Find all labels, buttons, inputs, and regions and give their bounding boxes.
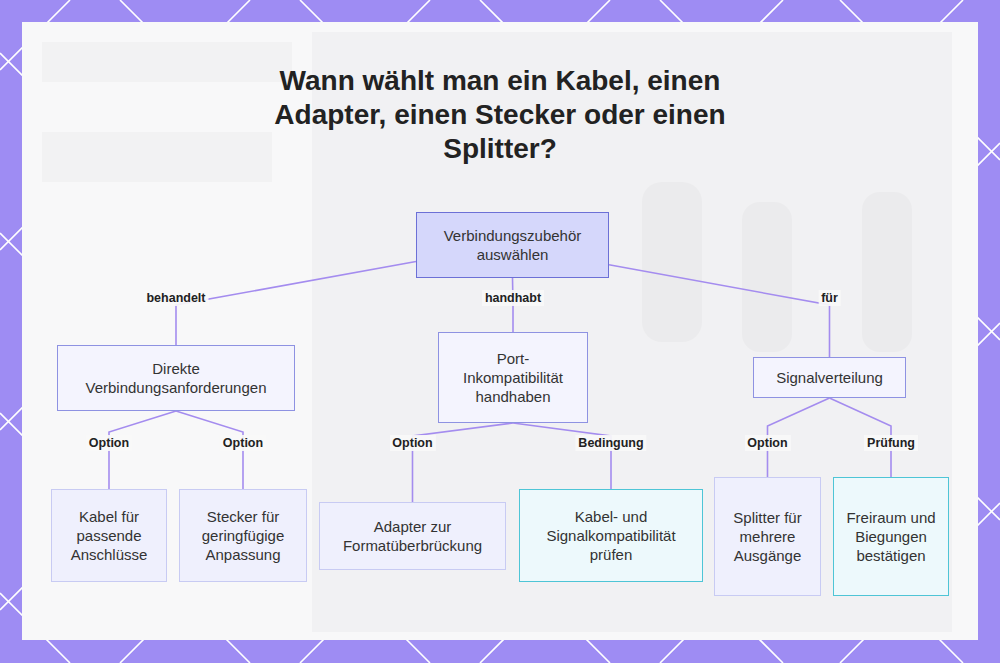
node-text: Kabel für passende Anschlüsse [60,507,158,564]
connector-line [176,262,416,346]
edge-label: Option [389,435,435,451]
diagram-title: Wann wählt man ein Kabel, einen Adapter,… [230,64,770,166]
node-text: Verbindungszubehör auswählen [425,226,600,264]
node-text: Stecker für geringfügige Anpassung [188,507,298,564]
node-text: Signalverteilung [776,368,883,387]
edge-label: Option [744,435,790,451]
check-box: Kabel- und Signalkompatibilität prüfen [519,489,703,582]
edge-label: Option [220,435,266,451]
connector-line [609,265,830,357]
edge-label: Prüfung [864,435,918,451]
node-text: Port-Inkompatibilität handhaben [447,349,579,406]
node-text: Adapter zur Formatüberbrückung [328,517,497,555]
node-text: Freiraum und Biegungen bestätigen [842,508,940,565]
edge-label: Bedingung [575,435,646,451]
node-text: Direkte Verbindungsanforderungen [66,359,286,397]
edge-label: handhabt [482,290,544,306]
option-box: Splitter für mehrere Ausgänge [714,477,821,596]
category-box: Port-Inkompatibilität handhaben [438,332,588,423]
option-box: Stecker für geringfügige Anpassung [179,489,307,582]
option-box: Kabel für passende Anschlüsse [51,489,167,582]
option-box: Adapter zur Formatüberbrückung [319,502,506,570]
edge-label: für [818,290,841,306]
edge-label: Option [86,435,132,451]
category-box: Direkte Verbindungsanforderungen [57,345,295,411]
node-text: Splitter für mehrere Ausgänge [723,508,812,565]
root-box: Verbindungszubehör auswählen [416,212,609,278]
category-box: Signalverteilung [753,357,906,398]
edge-label: behandelt [143,290,208,306]
check-box: Freiraum und Biegungen bestätigen [833,477,949,596]
node-text: Kabel- und Signalkompatibilität prüfen [528,507,694,564]
connector-line [513,423,611,489]
